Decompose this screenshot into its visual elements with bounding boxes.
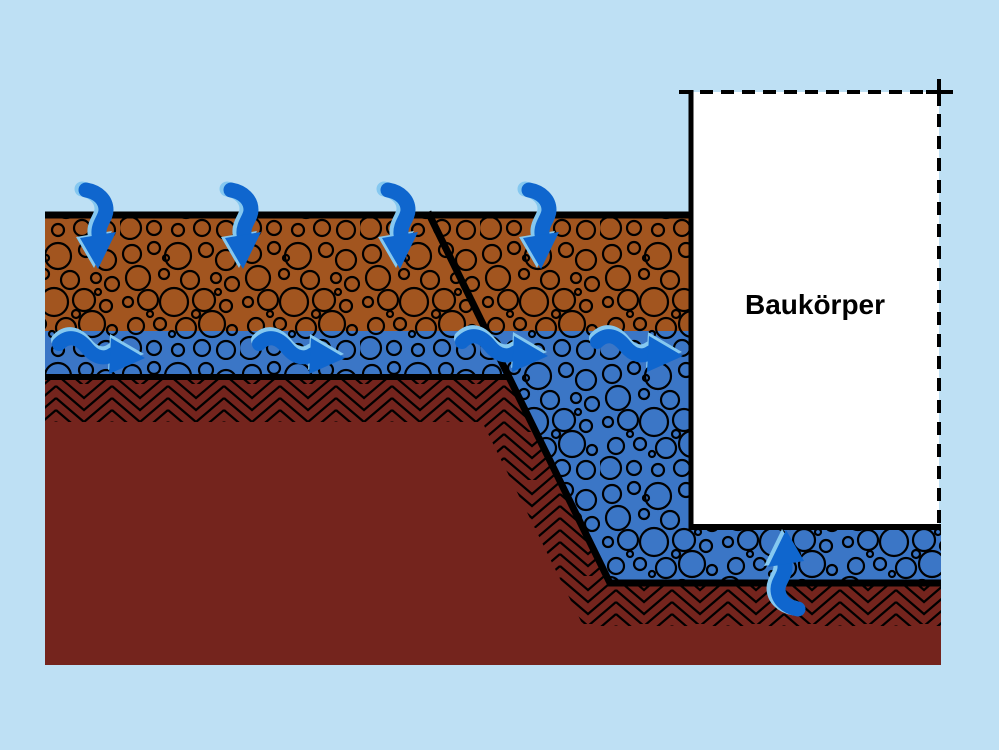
excavation-slope-line bbox=[424, 210, 614, 585]
topsoil-gravel-texture bbox=[45, 215, 689, 333]
building-body bbox=[689, 92, 939, 529]
building-label: Baukörper bbox=[745, 289, 885, 320]
building: Baukörper bbox=[679, 79, 953, 530]
corner-cross-mark bbox=[926, 79, 953, 106]
